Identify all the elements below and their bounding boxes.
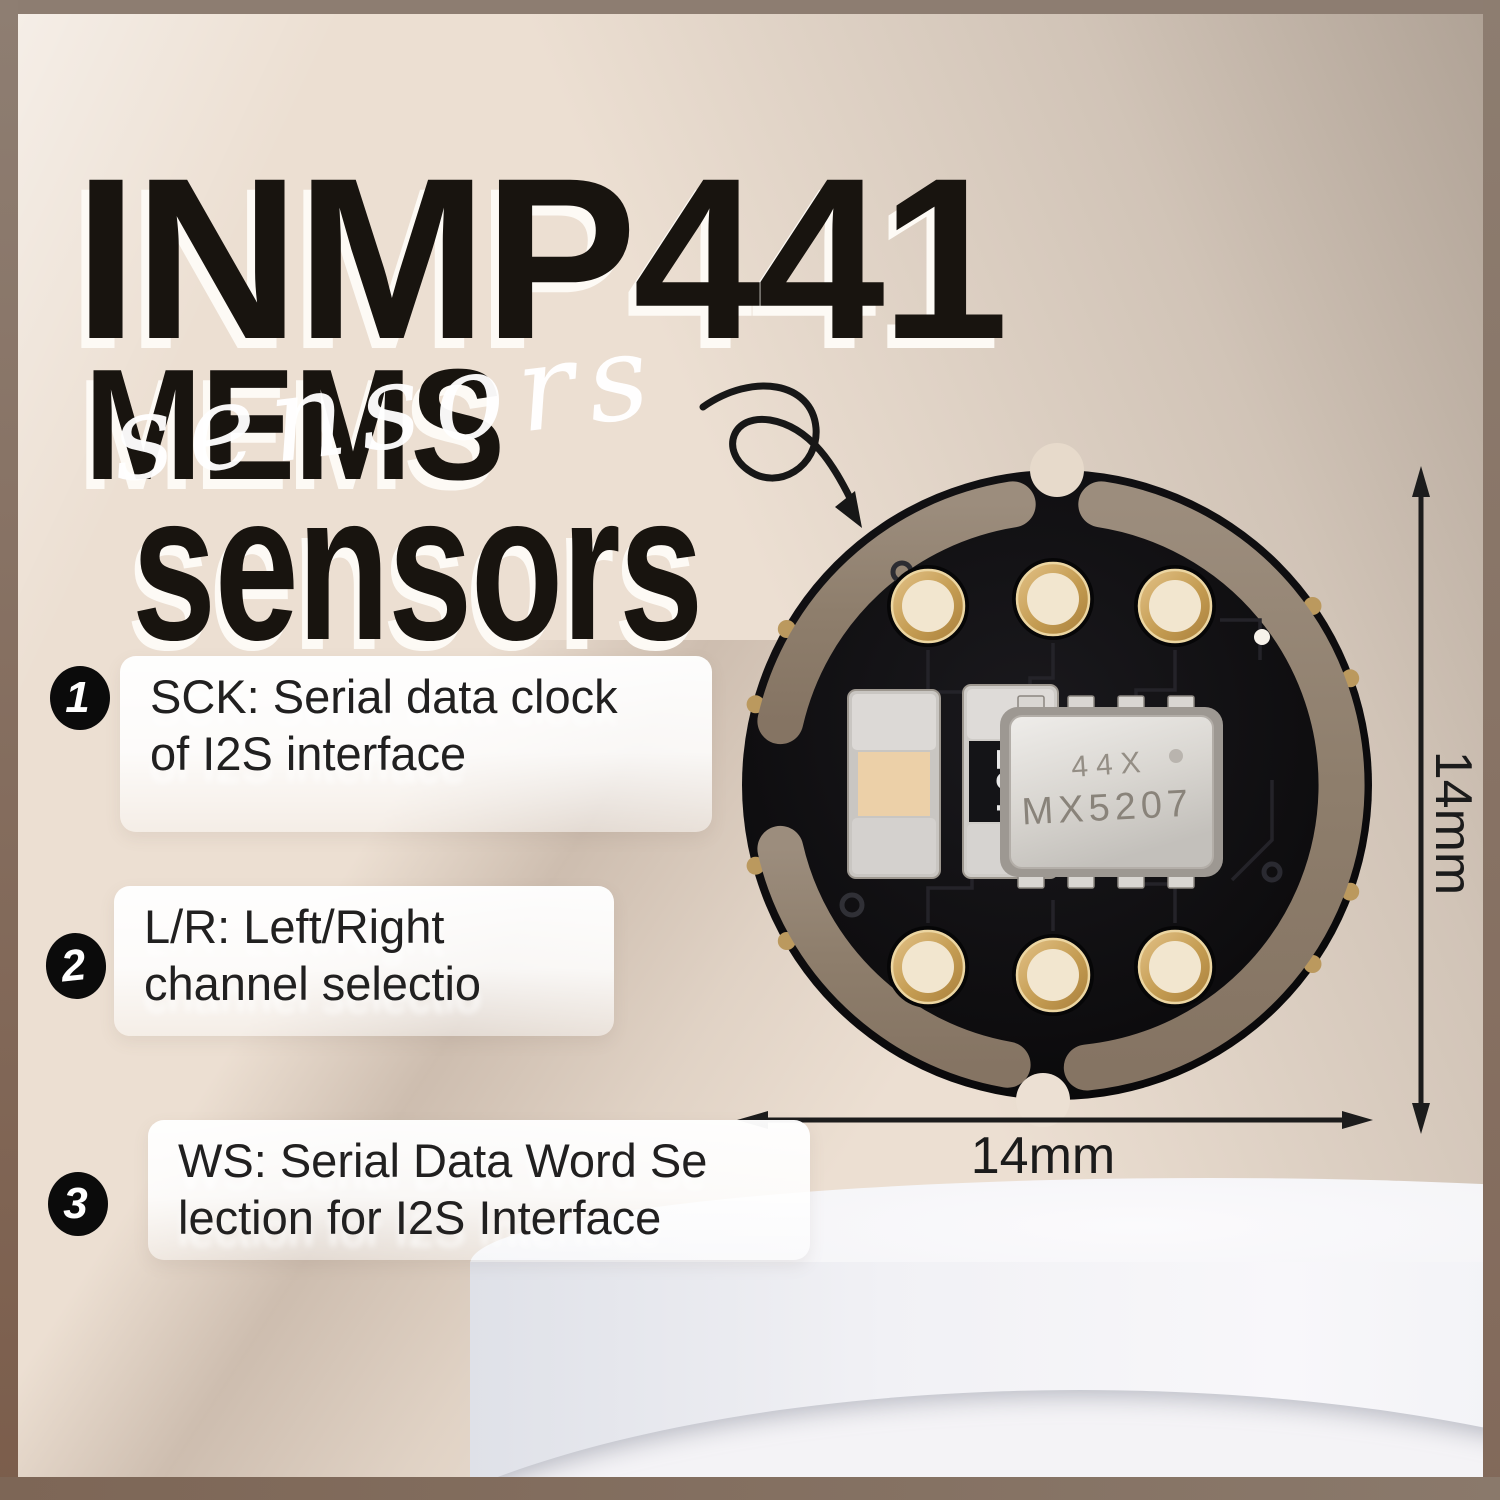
pad [887, 926, 969, 1008]
feature-1-number: 1 [65, 673, 90, 722]
pad [1134, 926, 1216, 1008]
smd-capacitor [847, 689, 941, 879]
feature-3-number-badge: 3 [48, 1172, 108, 1236]
feature-3-number: 3 [63, 1179, 88, 1228]
width-dimension-label: 14mm [970, 1127, 1116, 1185]
silkscreen-ring-dot [839, 892, 865, 918]
pad [887, 565, 969, 647]
feature-1-card: SCK: Serial data clock of I2S interface [120, 656, 712, 832]
feature-1-line1: SCK: Serial data clock [150, 670, 618, 723]
page-title: INMP441 [74, 130, 1009, 387]
feature-1-number-badge: 1 [50, 666, 110, 730]
pad [1012, 934, 1094, 1016]
feature-3-line2: lection for I2S Interface [178, 1191, 662, 1245]
bottom-notch [1016, 1073, 1070, 1127]
feature-2-text: L/R: Left/Right channel selectio [114, 886, 614, 1013]
copper-ring [757, 481, 1365, 1091]
vertical-dimension-arrow [1412, 466, 1430, 1134]
pad [1134, 565, 1216, 647]
curly-arrow-icon [699, 382, 862, 528]
pad [1012, 558, 1094, 640]
silkscreen-white-dot [1254, 629, 1270, 645]
via-dot [1261, 861, 1283, 883]
feature-3-line1: WS: Serial Data Word Se [178, 1134, 708, 1187]
frame-border-left [0, 0, 18, 1500]
feature-2-number: 2 [58, 940, 89, 992]
top-notch [1030, 443, 1084, 497]
mems-chip: 44X MX5207 [1000, 695, 1223, 889]
feature-3-card: WS: Serial Data Word Se lection for I2S … [148, 1120, 810, 1260]
chip-marking-line1: 44X [1070, 746, 1150, 784]
solder-pads [887, 558, 1216, 1016]
page-subtitle-sensors: sensors [132, 449, 703, 684]
frame-border-bottom [0, 1477, 1500, 1500]
mems-module-photo: 104 44X MX5207 [699, 382, 1430, 1134]
page-subtitle-mems: MEMS [84, 337, 505, 513]
chip-marking-line2: MX5207 [1021, 783, 1195, 834]
feature-1-text: SCK: Serial data clock of I2S interface [120, 656, 712, 783]
frame-border-top [0, 0, 1500, 14]
height-dimension-label: 14mm [1424, 750, 1482, 896]
frame-border-right [1483, 0, 1500, 1500]
feature-2-line2: channel selectio [144, 957, 482, 1011]
pcb-board: 104 44X MX5207 [742, 443, 1372, 1127]
feature-1-line2: of I2S interface [150, 727, 467, 781]
feature-3-text: WS: Serial Data Word Se lection for I2S … [148, 1120, 810, 1247]
feature-2-card: L/R: Left/Right channel selectio [114, 886, 614, 1036]
feature-2-line1: L/R: Left/Right [144, 900, 445, 953]
